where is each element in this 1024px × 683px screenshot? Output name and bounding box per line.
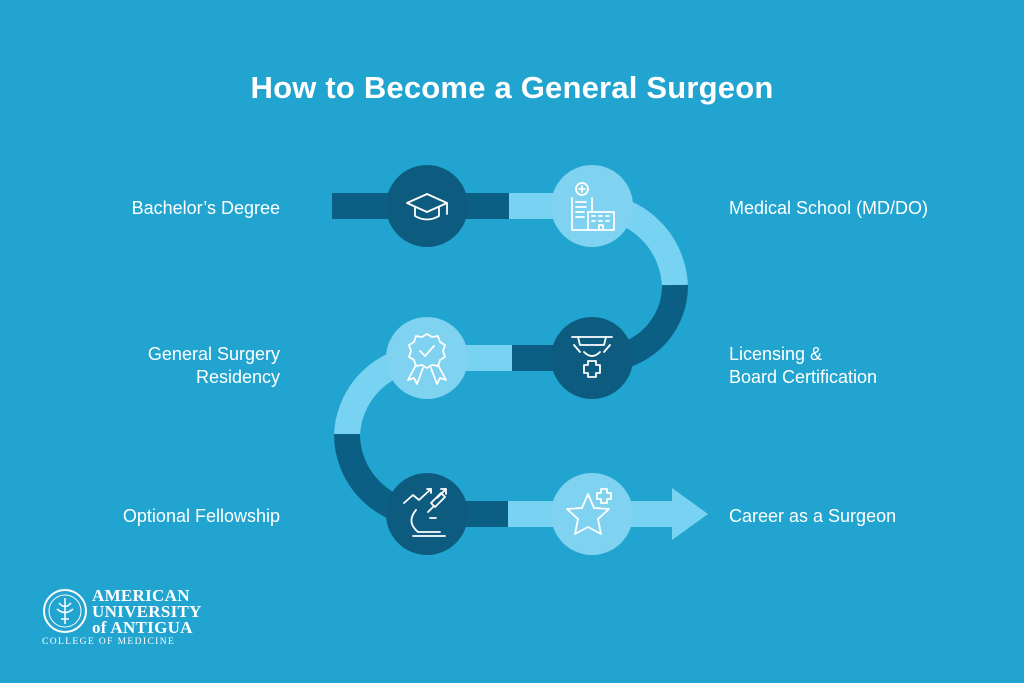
step-circle-1 (386, 165, 468, 247)
step-label-medical-school: Medical School (MD/DO) (729, 198, 929, 218)
step-label-fellowship: Optional Fellowship (122, 506, 280, 526)
step-circle-6 (551, 473, 633, 555)
step-circle-5 (386, 473, 468, 555)
step-circle-3 (551, 317, 633, 399)
logo-subtitle: COLLEGE OF MEDICINE (42, 637, 176, 647)
university-seal-icon (43, 589, 87, 633)
logo-line-1: AMERICAN (92, 586, 190, 605)
hospital-building-icon (571, 182, 615, 231)
star-cross-icon (566, 488, 612, 535)
step-label-bachelors-degree: Bachelor’s Degree (131, 198, 280, 218)
logo-line-2: UNIVERSITY (92, 602, 202, 621)
step-label-career: Career as a Surgeon (729, 506, 897, 526)
track-arrowhead (672, 488, 708, 540)
microscope-chart-icon (403, 488, 447, 537)
page-title: How to Become a General Surgeon (250, 70, 774, 105)
step-circle-4 (386, 317, 468, 399)
graduation-cap-icon (406, 193, 448, 221)
surgical-lamp-cross-icon (571, 336, 613, 378)
logo-line-3: of ANTIGUA (92, 618, 193, 637)
pathway-track (332, 193, 708, 540)
award-badge-icon (407, 333, 447, 385)
step-label-residency: General Surgery Residency (147, 344, 280, 387)
university-logo: AMERICAN UNIVERSITY of ANTIGUA COLLEGE O… (42, 586, 212, 648)
step-label-licensing: Licensing & Board Certification (729, 344, 878, 387)
